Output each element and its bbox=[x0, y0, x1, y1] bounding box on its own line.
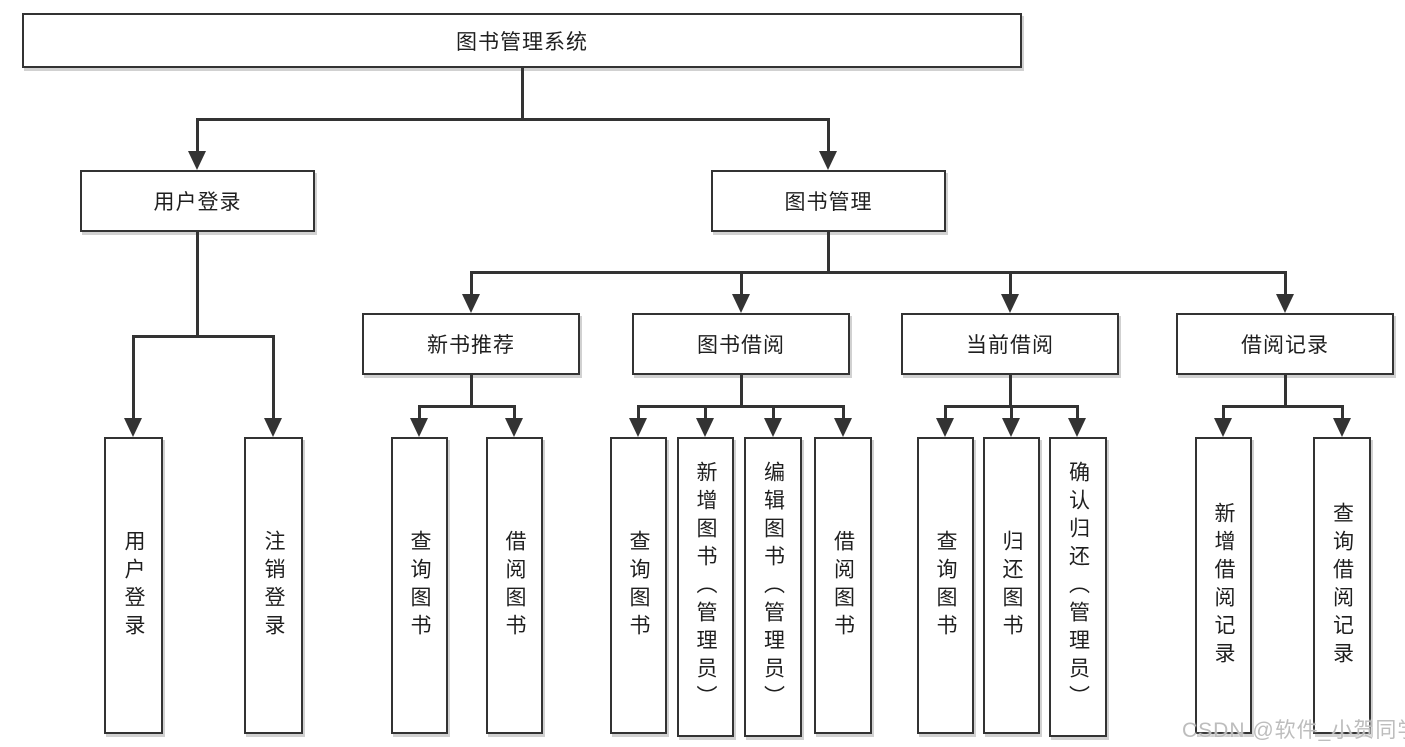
node-leaf-add-borrow-record: 新增借阅记录 bbox=[1195, 437, 1252, 734]
arrow-down-icon bbox=[188, 151, 206, 170]
node-label: 图书借阅 bbox=[697, 334, 785, 357]
node-leaf-user-login: 用户登录 bbox=[104, 437, 163, 734]
connector-line bbox=[637, 405, 844, 408]
node-leaf-add-book-admin: 新增图书（管理员） bbox=[677, 437, 734, 737]
connector-line bbox=[196, 118, 199, 154]
node-leaf-search-book: 查询图书 bbox=[610, 437, 667, 734]
node-label: 查询图书 bbox=[408, 529, 431, 642]
connector-line bbox=[1009, 375, 1012, 407]
connector-line bbox=[842, 405, 845, 424]
node-leaf-search-book: 查询图书 bbox=[917, 437, 974, 734]
node-label: 借阅记录 bbox=[1241, 334, 1329, 357]
node-new-book-recommend: 新书推荐 bbox=[362, 313, 580, 375]
connector-line bbox=[132, 335, 135, 424]
node-label: 新增图书（管理员） bbox=[694, 461, 717, 713]
node-label: 图书管理 bbox=[784, 191, 873, 214]
connector-line bbox=[1009, 271, 1012, 299]
connector-line bbox=[132, 335, 274, 338]
node-root-library-system: 图书管理系统 bbox=[22, 13, 1022, 68]
connector-line bbox=[1284, 271, 1287, 299]
arrow-down-icon bbox=[410, 418, 428, 437]
connector-line bbox=[1076, 405, 1079, 424]
node-label: 当前借阅 bbox=[966, 334, 1054, 357]
arrow-down-icon bbox=[696, 418, 714, 437]
arrow-down-icon bbox=[1002, 418, 1020, 437]
node-label: 查询借阅记录 bbox=[1330, 501, 1354, 670]
arrow-down-icon bbox=[732, 294, 750, 313]
connector-line bbox=[1341, 405, 1344, 424]
node-leaf-borrow-book: 借阅图书 bbox=[486, 437, 543, 734]
arrow-down-icon bbox=[1068, 418, 1086, 437]
arrow-down-icon bbox=[505, 418, 523, 437]
connector-line bbox=[418, 405, 515, 408]
node-label: 图书管理系统 bbox=[456, 30, 588, 54]
arrow-down-icon bbox=[1001, 294, 1019, 313]
connector-line bbox=[470, 271, 1286, 274]
node-book-management: 图书管理 bbox=[711, 170, 946, 232]
node-borrow-record: 借阅记录 bbox=[1176, 313, 1394, 375]
node-label: 用户登录 bbox=[122, 529, 145, 642]
connector-line bbox=[1222, 405, 1225, 424]
node-leaf-confirm-return-admin: 确认归还（管理员） bbox=[1049, 437, 1107, 737]
node-leaf-logout: 注销登录 bbox=[244, 437, 303, 734]
connector-line bbox=[772, 405, 775, 424]
arrow-down-icon bbox=[462, 294, 480, 313]
arrow-down-icon bbox=[1214, 418, 1232, 437]
connector-line bbox=[827, 118, 830, 154]
arrow-down-icon bbox=[764, 418, 782, 437]
node-leaf-search-borrow-record: 查询借阅记录 bbox=[1313, 437, 1371, 734]
connector-line bbox=[196, 118, 830, 121]
connector-line bbox=[704, 405, 707, 424]
arrow-down-icon bbox=[819, 151, 837, 170]
connector-line bbox=[827, 232, 830, 273]
connector-line bbox=[1010, 405, 1013, 424]
connector-line bbox=[637, 405, 640, 424]
connector-line bbox=[1284, 375, 1287, 407]
arrow-down-icon bbox=[1333, 418, 1351, 437]
arrow-down-icon bbox=[936, 418, 954, 437]
connector-line bbox=[740, 375, 743, 407]
arrow-down-icon bbox=[264, 418, 282, 437]
node-leaf-borrow-book: 借阅图书 bbox=[814, 437, 872, 734]
arrow-down-icon bbox=[124, 418, 142, 437]
connector-line bbox=[1222, 405, 1342, 408]
node-label: 归还图书 bbox=[1000, 529, 1023, 642]
connector-line bbox=[513, 405, 516, 424]
node-label: 编辑图书（管理员） bbox=[761, 461, 785, 713]
node-label: 查询图书 bbox=[627, 529, 650, 642]
arrow-down-icon bbox=[1276, 294, 1294, 313]
node-label: 借阅图书 bbox=[503, 529, 526, 642]
node-book-borrow: 图书借阅 bbox=[632, 313, 850, 375]
node-label: 新书推荐 bbox=[427, 334, 515, 357]
connector-line bbox=[470, 271, 473, 299]
connector-line bbox=[740, 271, 743, 299]
arrow-down-icon bbox=[834, 418, 852, 437]
node-label: 借阅图书 bbox=[831, 529, 855, 642]
node-label: 查询图书 bbox=[934, 529, 957, 642]
node-label: 用户登录 bbox=[153, 191, 242, 214]
node-current-borrow: 当前借阅 bbox=[901, 313, 1119, 375]
node-leaf-edit-book-admin: 编辑图书（管理员） bbox=[744, 437, 802, 737]
node-leaf-return-book: 归还图书 bbox=[983, 437, 1040, 734]
node-label: 注销登录 bbox=[262, 529, 285, 642]
connector-line bbox=[521, 68, 524, 118]
connector-line bbox=[470, 375, 473, 407]
node-leaf-search-book: 查询图书 bbox=[391, 437, 448, 734]
connector-line bbox=[418, 405, 421, 424]
csdn-watermark: CSDN @软件_小贺同学 bbox=[1182, 719, 1405, 742]
connector-line bbox=[196, 232, 199, 336]
connector-line bbox=[944, 405, 947, 424]
node-label: 确认归还（管理员） bbox=[1066, 461, 1090, 713]
connector-line bbox=[272, 335, 275, 424]
node-user-login: 用户登录 bbox=[80, 170, 315, 232]
node-label: 新增借阅记录 bbox=[1212, 501, 1235, 670]
arrow-down-icon bbox=[629, 418, 647, 437]
